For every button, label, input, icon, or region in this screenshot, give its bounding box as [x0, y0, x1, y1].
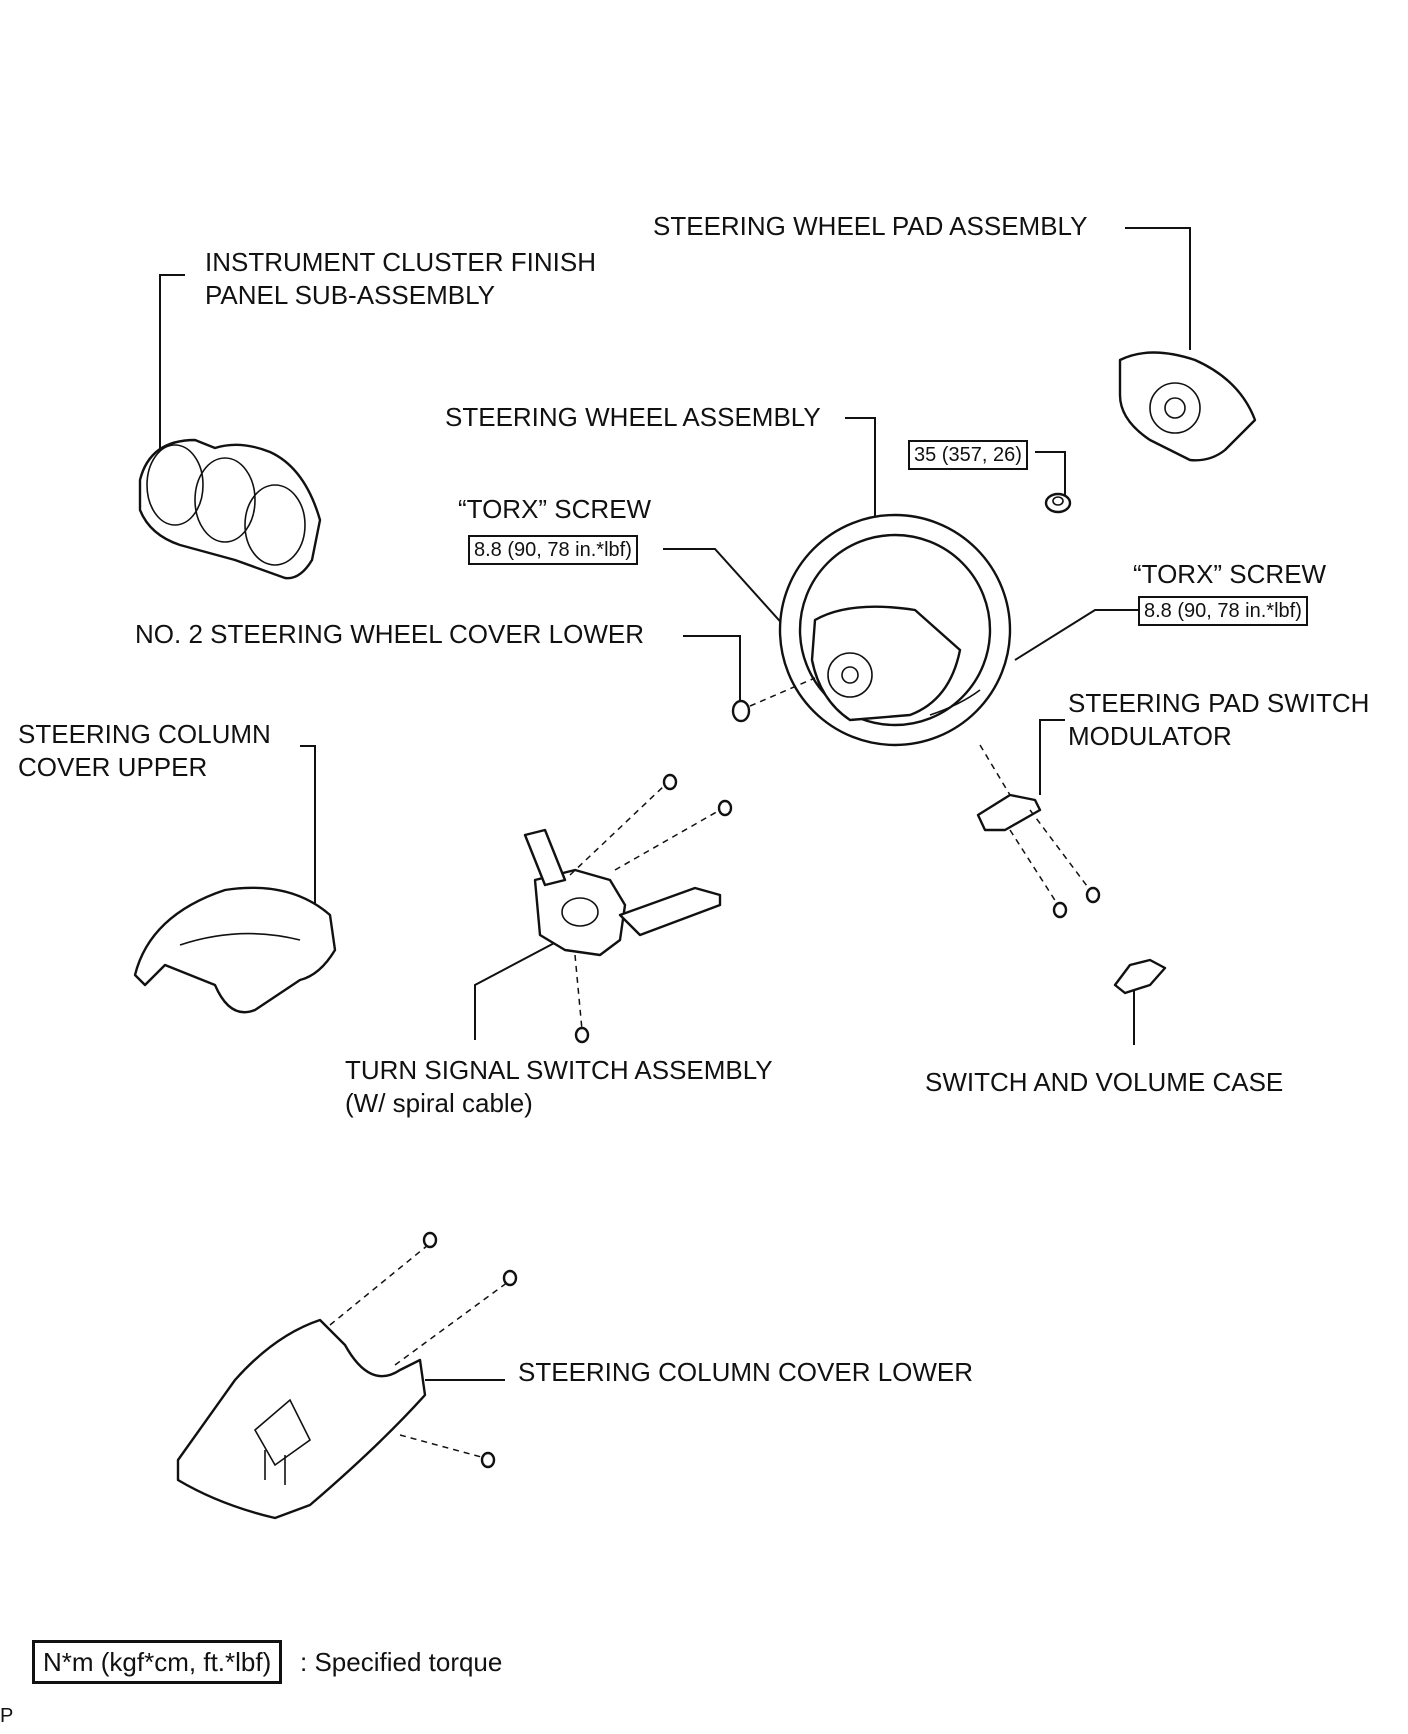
steering-wheel-nut	[1044, 492, 1072, 514]
label-turn-signal-line2: (W/ spiral cable)	[345, 1088, 533, 1118]
label-column-cover-upper-line2: COVER UPPER	[18, 752, 208, 782]
leader-wheel-assembly	[845, 417, 876, 520]
leader-turn-signal	[474, 939, 561, 1040]
leader-lines	[159, 227, 1191, 1381]
label-cluster-panel-line2: PANEL SUB-ASSEMBLY	[205, 280, 495, 310]
instrument-cluster-finish-panel	[138, 438, 322, 580]
label-torx-left: “TORX” SCREW	[458, 494, 652, 524]
leader-pad-switch-modulator	[1039, 719, 1065, 795]
label-column-cover-lower: STEERING COLUMN COVER LOWER	[518, 1357, 974, 1387]
column-cover-upper-part	[133, 886, 337, 1014]
leader-torx-left	[663, 548, 796, 639]
label-wheel-assembly: STEERING WHEEL ASSEMBLY	[445, 402, 821, 432]
leader-nut-torque	[1035, 451, 1066, 498]
leader-torx-right	[1014, 609, 1138, 661]
label-switch-volume-case: SWITCH AND VOLUME CASE	[925, 1067, 1284, 1097]
leader-cover-lower-no2	[683, 635, 741, 705]
legend-unit-box: N*m (kgf*cm, ft.*lbf)	[32, 1640, 283, 1684]
leader-cluster-panel	[159, 274, 185, 450]
pad-switch-modulator-part	[976, 744, 1101, 919]
switch-volume-case-part	[1113, 958, 1167, 995]
label-pad-switch-modulator-line1: STEERING PAD SWITCH	[1068, 688, 1370, 718]
label-torx-right: “TORX” SCREW	[1133, 559, 1327, 589]
label-cluster-panel-line1: INSTRUMENT CLUSTER FINISH	[205, 247, 596, 277]
corner-mark: P	[0, 1705, 14, 1727]
label-turn-signal-line1: TURN SIGNAL SWITCH ASSEMBLY	[345, 1055, 773, 1085]
label-pad-switch-modulator-line2: MODULATOR	[1068, 721, 1232, 751]
column-cover-lower-part	[176, 1231, 518, 1520]
label-column-cover-upper-line1: STEERING COLUMN	[18, 719, 271, 749]
steering-wheel	[778, 513, 1012, 747]
leader-column-cover-upper	[300, 745, 316, 935]
turn-signal-switch-part	[523, 773, 733, 1044]
label-wheel-pad: STEERING WHEEL PAD ASSEMBLY	[653, 211, 1088, 241]
steering-wheel-pad	[1118, 351, 1257, 462]
label-cover-lower-no2: NO. 2 STEERING WHEEL COVER LOWER	[135, 619, 645, 649]
torque-torx-left: 8.8 (90, 78 in.*lbf)	[468, 535, 638, 565]
no2-cover-lower-part	[731, 677, 816, 723]
torque-nut: 35 (357, 26)	[908, 440, 1028, 470]
torque-torx-right: 8.8 (90, 78 in.*lbf)	[1138, 596, 1308, 626]
legend-text: : Specified torque	[300, 1647, 503, 1677]
leader-wheel-pad	[1125, 227, 1191, 350]
